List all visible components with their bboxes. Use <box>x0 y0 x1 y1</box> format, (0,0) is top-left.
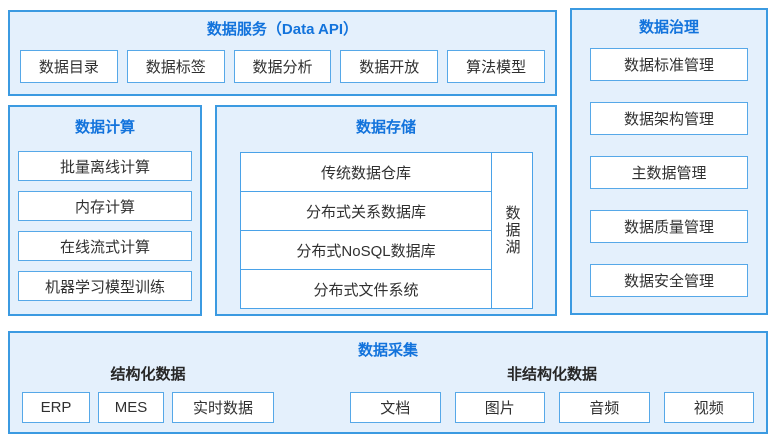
collection-item-mes: MES <box>98 392 164 423</box>
unstructured-data-label: 非结构化数据 <box>506 366 597 383</box>
service-item-catalog: 数据目录 <box>20 50 118 83</box>
service-item-algorithm: 算法模型 <box>447 50 545 83</box>
compute-item-ml-training: 机器学习模型训练 <box>18 271 192 301</box>
structured-data-boxes: ERP MES 实时数据 <box>22 392 274 423</box>
panel-data-service: 数据服务（Data API） 数据目录 数据标签 数据分析 数据开放 算法模型 <box>8 10 557 96</box>
collection-item-realtime-data: 实时数据 <box>172 392 274 423</box>
storage-row-distributed-nosql: 分布式NoSQL数据库 <box>241 230 491 269</box>
collection-item-audio: 音频 <box>559 392 650 423</box>
structured-data-label: 结构化数据 <box>110 366 186 383</box>
panel-data-storage: 数据存储 传统数据仓库 分布式关系数据库 分布式NoSQL数据库 分布式文件系统… <box>215 105 557 316</box>
governance-item-standard: 数据标准管理 <box>590 48 748 81</box>
group-structured-data: 结构化数据 ERP MES 实时数据 <box>22 365 274 423</box>
panel-data-compute: 数据计算 批量离线计算 内存计算 在线流式计算 机器学习模型训练 <box>8 105 202 316</box>
data-compute-items: 批量离线计算 内存计算 在线流式计算 机器学习模型训练 <box>18 151 192 301</box>
data-service-title: 数据服务（Data API） <box>206 21 359 38</box>
governance-item-master: 主数据管理 <box>590 156 748 189</box>
governance-item-security: 数据安全管理 <box>590 264 748 297</box>
data-storage-title: 数据存储 <box>355 119 416 136</box>
data-governance-items: 数据标准管理 数据架构管理 主数据管理 数据质量管理 数据安全管理 <box>590 48 748 297</box>
governance-item-architecture: 数据架构管理 <box>590 102 748 135</box>
data-storage-rows: 传统数据仓库 分布式关系数据库 分布式NoSQL数据库 分布式文件系统 <box>240 152 492 309</box>
data-service-items: 数据目录 数据标签 数据分析 数据开放 算法模型 <box>20 50 545 83</box>
panel-data-collection: 数据采集 结构化数据 ERP MES 实时数据 非结构化数据 文档 图片 音频 … <box>8 331 768 434</box>
collection-item-image: 图片 <box>454 392 545 423</box>
data-compute-title: 数据计算 <box>74 119 135 136</box>
storage-data-lake: 数据湖 <box>492 152 533 309</box>
governance-item-quality: 数据质量管理 <box>590 210 748 243</box>
collection-item-document: 文档 <box>350 392 441 423</box>
unstructured-data-boxes: 文档 图片 音频 视频 <box>350 392 754 423</box>
service-item-analysis: 数据分析 <box>233 50 332 83</box>
data-governance-title: 数据治理 <box>638 19 699 36</box>
collection-item-erp: ERP <box>22 392 90 423</box>
panel-data-governance: 数据治理 数据标准管理 数据架构管理 主数据管理 数据质量管理 数据安全管理 <box>570 8 768 315</box>
storage-row-distributed-rdb: 分布式关系数据库 <box>241 191 491 230</box>
group-unstructured-data: 非结构化数据 文档 图片 音频 视频 <box>350 365 754 423</box>
data-collection-title: 数据采集 <box>357 342 418 359</box>
service-item-open: 数据开放 <box>340 50 439 83</box>
storage-row-distributed-fs: 分布式文件系统 <box>241 269 491 308</box>
collection-item-video: 视频 <box>663 392 754 423</box>
compute-item-in-memory: 内存计算 <box>18 191 192 221</box>
data-collection-groups: 结构化数据 ERP MES 实时数据 非结构化数据 文档 图片 音频 视频 <box>22 365 754 423</box>
compute-item-batch-offline: 批量离线计算 <box>18 151 192 181</box>
service-item-tags: 数据标签 <box>126 50 225 83</box>
storage-row-traditional-dw: 传统数据仓库 <box>320 164 411 182</box>
compute-item-online-stream: 在线流式计算 <box>18 231 192 261</box>
data-storage-body: 传统数据仓库 分布式关系数据库 分布式NoSQL数据库 分布式文件系统 数据湖 <box>240 152 533 309</box>
